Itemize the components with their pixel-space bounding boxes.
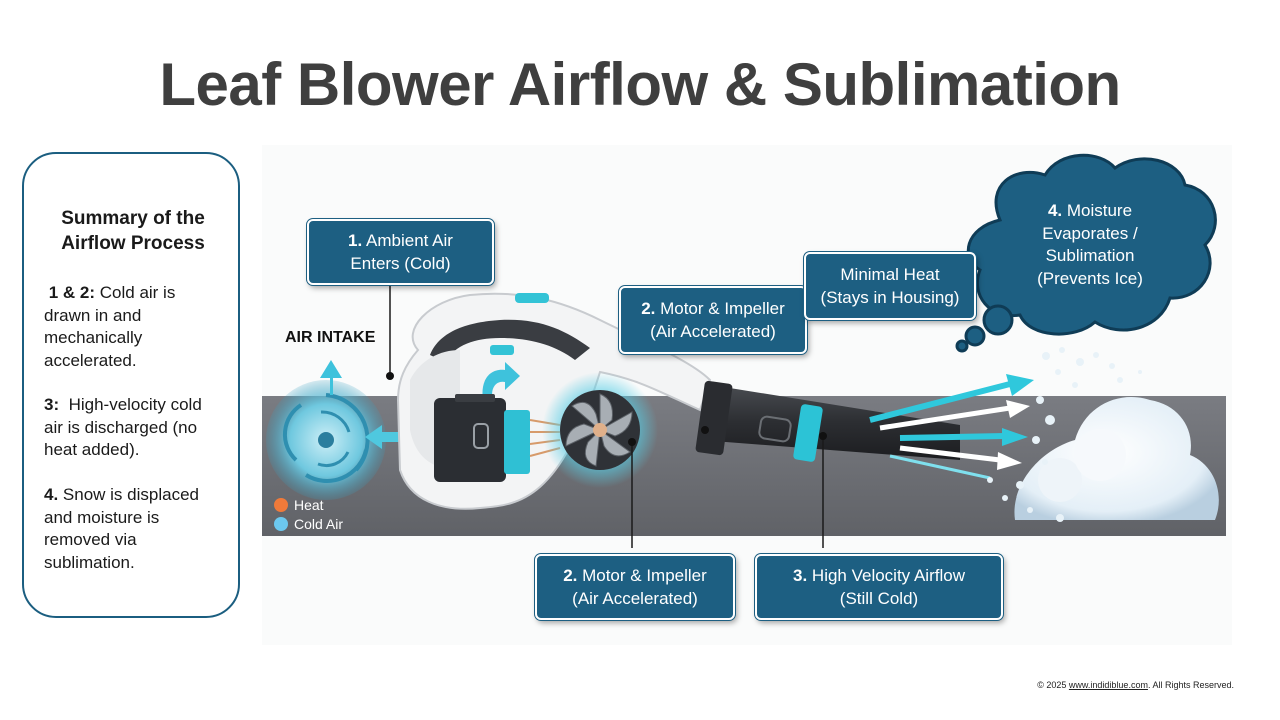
snow-particles [987, 347, 1142, 522]
label-ambient-line2: Enters (Cold) [350, 254, 451, 273]
summary-item-1-num: 1 & 2: [48, 283, 96, 302]
label-motor-bottom-line1: Motor & Impeller [577, 566, 707, 585]
label-minimal-heat: Minimal Heat (Stays in Housing) [804, 252, 976, 320]
snow-pile [1014, 396, 1219, 520]
label-motor-bottom-num: 2. [563, 566, 578, 585]
label-motor-bottom-line2: (Air Accelerated) [572, 589, 698, 608]
air-intake-label: AIR INTAKE [285, 329, 376, 346]
label-ambient-num: 1. [348, 231, 363, 250]
summary-item-2: 3: High-velocity cold air is discharged … [44, 394, 224, 462]
footer-prefix: © 2025 [1037, 680, 1069, 690]
page-title: Leaf Blower Airflow & Sublimation [159, 51, 1121, 118]
summary-item-2-text: High-velocity cold air is discharged (no… [44, 395, 207, 459]
summary-title-line1: Summary of the [61, 208, 205, 229]
summary-item-3-text: Snow is displaced and moisture is remove… [44, 485, 199, 572]
label-ambient-air: 1. Ambient Air Enters (Cold) [307, 219, 494, 285]
motor-block [434, 394, 561, 482]
footer-suffix: . All Rights Reserved. [1147, 680, 1234, 690]
label-high-velocity-num: 3. [793, 566, 808, 585]
summary-item-3-num: 4. [44, 485, 59, 504]
legend-cold-air-label: Cold Air [294, 516, 344, 532]
summary-item-1-text: Cold air is drawn in and mechanically ac… [44, 283, 176, 370]
legend-cold-air-dot [274, 517, 288, 531]
curved-arrow-icon [482, 362, 520, 400]
label-high-velocity-line1: High Velocity Airflow [807, 566, 965, 585]
footer-link[interactable]: www.indidiblue.com [1068, 680, 1148, 690]
summary-title: Summary of the Airflow Process [24, 206, 242, 256]
label-high-velocity-line2: (Still Cold) [839, 589, 919, 608]
air-jet-streaks [869, 374, 1034, 480]
intake-swirl [266, 380, 386, 500]
label-motor-top-line2: (Air Accelerated) [650, 322, 776, 341]
label-moisture-sublimation: 4. Moisture Evaporates / Sublimation (Pr… [1010, 200, 1170, 290]
label-moisture-line4: (Prevents Ice) [1037, 268, 1143, 288]
summary-item-2-num: 3: [44, 395, 60, 414]
label-moisture-line1: Moisture [1062, 201, 1133, 220]
summary-item-1: 1 & 2: Cold air is drawn in and mechanic… [44, 282, 224, 372]
label-moisture-num: 4. [1047, 201, 1063, 220]
impeller-fan [542, 372, 658, 488]
intake-up-arrow-icon [320, 360, 342, 395]
label-moisture-line2: Evaporates / [1042, 223, 1138, 243]
leader-dots [386, 372, 827, 446]
label-motor-impeller-bottom: 2. Motor & Impeller (Air Accelerated) [535, 554, 735, 620]
label-motor-top-line1: Motor & Impeller [655, 299, 785, 318]
label-minimal-heat-line2: (Stays in Housing) [820, 288, 960, 307]
copyright-footer: © 2025 www.indidiblue.com. All Rights Re… [1037, 680, 1234, 690]
label-moisture-line3: Sublimation [1045, 246, 1135, 265]
label-motor-top-num: 2. [641, 299, 656, 318]
summary-panel: Summary of the Airflow Process 1 & 2: Co… [22, 152, 240, 618]
moisture-cloud [955, 153, 1217, 353]
summary-title-line2: Airflow Process [61, 233, 205, 254]
leader-lines [389, 285, 824, 548]
summary-item-3: 4. Snow is displaced and moisture is rem… [44, 484, 224, 574]
legend-heat-label: Heat [294, 497, 324, 513]
legend-heat-dot [274, 498, 288, 512]
label-ambient-line1: Ambient Air [362, 231, 453, 250]
blower-nozzle [695, 380, 960, 462]
label-minimal-heat-line1: Minimal Heat [840, 265, 940, 284]
label-motor-impeller-top: 2. Motor & Impeller (Air Accelerated) [619, 286, 807, 354]
label-high-velocity-airflow: 3. High Velocity Airflow (Still Cold) [755, 554, 1003, 620]
